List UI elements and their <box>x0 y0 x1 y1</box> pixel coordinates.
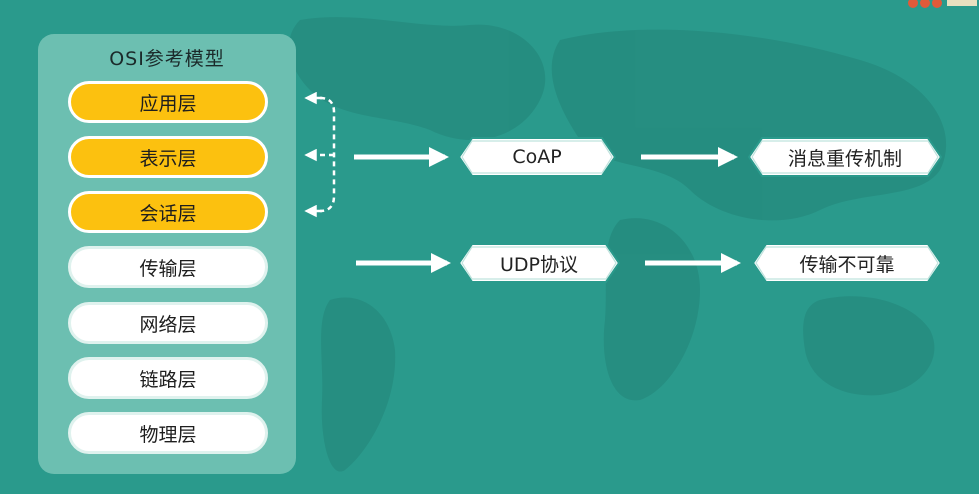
layer-presentation: 表示层 <box>68 136 268 178</box>
unreliable-box: 传输不可靠 <box>752 243 942 283</box>
layer-physical: 物理层 <box>68 412 268 454</box>
layer-link: 链路层 <box>68 357 268 399</box>
coap-label: CoAP <box>512 146 562 168</box>
udp-label: UDP协议 <box>500 253 578 276</box>
layer-network: 网络层 <box>68 302 268 344</box>
logo-fragment <box>908 0 977 8</box>
coap-box: CoAP <box>458 137 616 177</box>
retransmission-label: 消息重传机制 <box>787 147 902 170</box>
osi-model-panel: OSI参考模型 应用层 表示层 会话层 传输层 网络层 链路层 物理层 <box>38 34 296 474</box>
retransmission-box: 消息重传机制 <box>748 137 942 177</box>
unreliable-label: 传输不可靠 <box>799 253 895 276</box>
layer-session: 会话层 <box>68 191 268 233</box>
panel-title: OSI参考模型 <box>109 48 225 70</box>
layer-application: 应用层 <box>68 81 268 123</box>
layer-transport: 传输层 <box>68 246 268 288</box>
udp-box: UDP协议 <box>458 243 620 283</box>
